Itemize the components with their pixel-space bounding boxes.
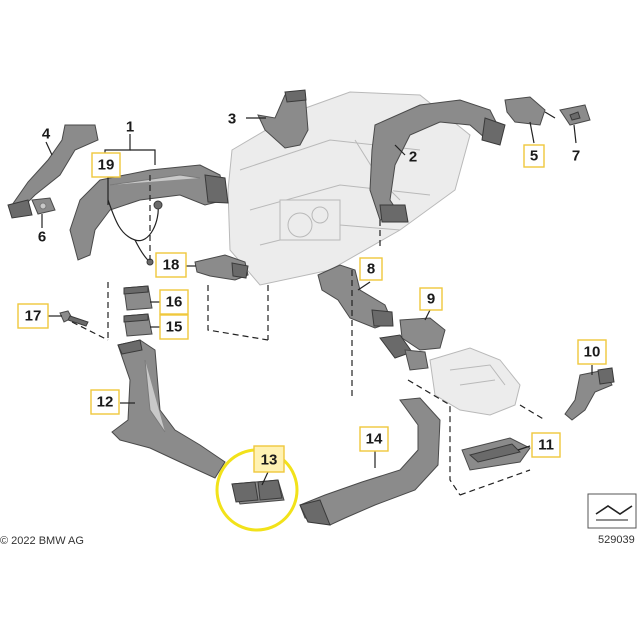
- callout-2[interactable]: 2: [409, 149, 417, 166]
- svg-text:4: 4: [42, 126, 51, 143]
- svg-text:19: 19: [98, 157, 115, 174]
- svg-text:3: 3: [228, 111, 236, 128]
- callout-12[interactable]: 12: [90, 389, 120, 415]
- callout-14[interactable]: 14: [359, 426, 389, 452]
- callout-6[interactable]: 6: [38, 229, 46, 246]
- svg-text:8: 8: [367, 261, 375, 278]
- blower-illustration: [429, 347, 521, 416]
- part-10-duct: [564, 367, 615, 421]
- part-4-duct: [7, 124, 99, 219]
- callout-10[interactable]: 10: [577, 339, 607, 365]
- diagram-number: 529039: [598, 534, 635, 546]
- sheet-icon: [595, 505, 633, 515]
- part-18-duct: [194, 254, 249, 281]
- svg-text:9: 9: [427, 291, 435, 308]
- part-16-bracket: [123, 285, 153, 311]
- svg-text:13: 13: [261, 452, 278, 469]
- assembly-lines: [71, 175, 546, 496]
- svg-text:2: 2: [409, 149, 417, 166]
- part-1-duct: [69, 164, 229, 261]
- callout-9[interactable]: 9: [419, 287, 443, 311]
- svg-text:17: 17: [25, 308, 42, 325]
- diagram-number-box: [587, 493, 637, 529]
- callout-11[interactable]: 11: [531, 432, 561, 458]
- part-5-vent: [504, 96, 556, 126]
- callout-4[interactable]: 4: [42, 126, 51, 143]
- svg-text:11: 11: [538, 437, 554, 454]
- svg-text:15: 15: [166, 319, 183, 336]
- part-12-floor-duct: [111, 339, 226, 479]
- svg-text:6: 6: [38, 229, 46, 246]
- copyright-text: © 2022 BMW AG: [0, 535, 84, 547]
- callout-8[interactable]: 8: [359, 257, 383, 281]
- svg-text:5: 5: [530, 148, 538, 165]
- callout-5[interactable]: 5: [523, 144, 545, 168]
- part-19-harness: [107, 199, 163, 266]
- callout-7[interactable]: 7: [572, 148, 580, 165]
- part-6-clip: [31, 197, 56, 215]
- callout-17[interactable]: 17: [17, 303, 49, 329]
- part-14-floor-duct: [299, 397, 441, 526]
- svg-text:16: 16: [166, 294, 183, 311]
- part-3-duct: [257, 89, 309, 149]
- callout-15[interactable]: 15: [159, 314, 189, 340]
- part-15-bracket: [123, 313, 153, 337]
- part-17-bolt: [59, 310, 89, 327]
- callout-13[interactable]: 13: [253, 445, 285, 473]
- part-13-connector: [231, 479, 285, 505]
- callout-3[interactable]: 3: [228, 111, 236, 128]
- part-9-duct: [379, 317, 446, 371]
- callout-1[interactable]: 1: [126, 119, 134, 136]
- svg-text:7: 7: [572, 148, 580, 165]
- callout-18[interactable]: 18: [155, 252, 187, 278]
- part-7-nozzle: [559, 104, 591, 126]
- part-11-tray: [461, 437, 531, 471]
- svg-text:12: 12: [97, 394, 114, 411]
- svg-text:18: 18: [163, 257, 180, 274]
- callout-16[interactable]: 16: [159, 289, 189, 315]
- part-8-duct: [317, 264, 394, 329]
- svg-text:1: 1: [126, 119, 134, 136]
- svg-text:10: 10: [584, 344, 601, 361]
- callout-19[interactable]: 19: [91, 152, 121, 178]
- svg-text:14: 14: [366, 431, 383, 448]
- part-2-duct: [369, 99, 506, 223]
